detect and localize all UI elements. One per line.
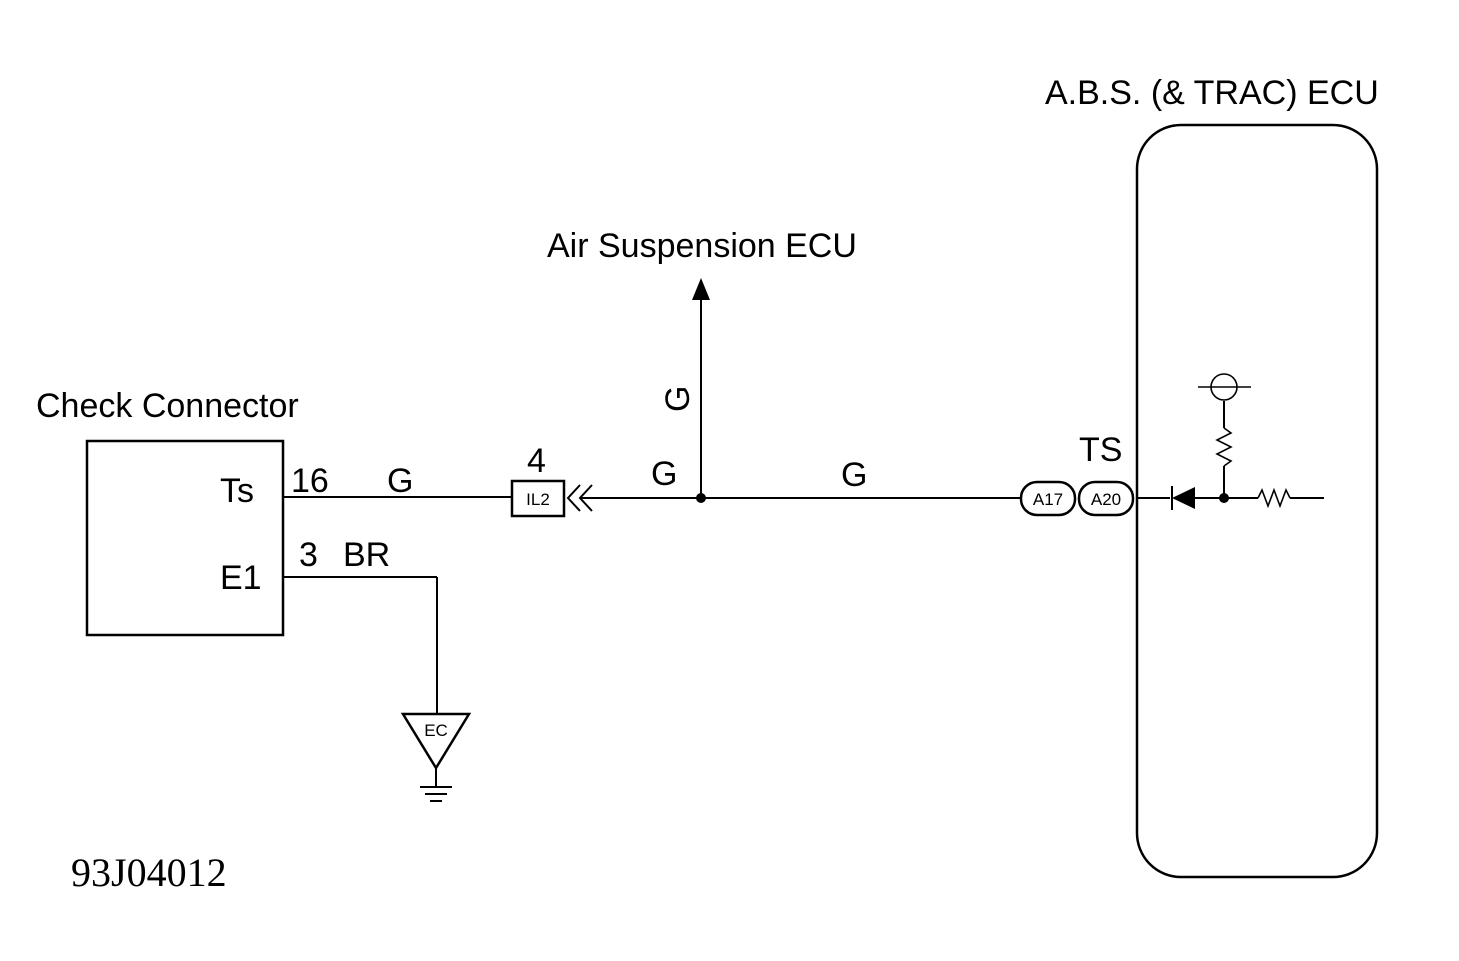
junction-connector-code: IL2 bbox=[526, 490, 550, 509]
junction-connector-pin: 4 bbox=[527, 442, 546, 480]
check-connector-title: Check Connector bbox=[36, 387, 299, 425]
check-connector-box bbox=[85, 439, 285, 637]
abs-connector-a17-code: A17 bbox=[1033, 490, 1063, 509]
abs-ecu-box bbox=[1135, 123, 1379, 879]
series-resistor-icon bbox=[1257, 487, 1291, 509]
abs-terminal-label: TS bbox=[1079, 431, 1122, 469]
ground-point-code: EC bbox=[424, 721, 448, 740]
check-connector-pin-ts: Ts bbox=[220, 472, 254, 510]
wire-ts-pin-number: 16 bbox=[291, 462, 329, 500]
abs-ecu-title: A.B.S. (& TRAC) ECU bbox=[1045, 74, 1379, 112]
wire-e1-pin-number: 3 bbox=[299, 536, 318, 574]
air-suspension-arrow-icon bbox=[692, 278, 710, 300]
diode-icon bbox=[1172, 487, 1195, 509]
wire-e1-color: BR bbox=[343, 536, 390, 574]
wire-branch-color-up: G bbox=[659, 386, 697, 412]
abs-connector-a20 bbox=[1077, 480, 1135, 517]
pullup-resistor-icon bbox=[1215, 427, 1233, 467]
wire-ts-color: G bbox=[387, 462, 413, 500]
air-suspension-ecu-title: Air Suspension ECU bbox=[547, 227, 857, 265]
abs-connector-a20-code: A20 bbox=[1091, 490, 1121, 509]
ground-point-triangle bbox=[400, 712, 472, 771]
check-connector-pin-e1: E1 bbox=[220, 559, 262, 597]
wire-branch-color-left: G bbox=[651, 455, 677, 493]
wire-main-color-right: G bbox=[841, 456, 867, 494]
junction-connector-box bbox=[510, 479, 566, 518]
abs-connector-a17 bbox=[1019, 480, 1077, 517]
figure-code: 93J04012 bbox=[71, 850, 227, 895]
junction-connector-chevron-inner bbox=[566, 484, 581, 512]
